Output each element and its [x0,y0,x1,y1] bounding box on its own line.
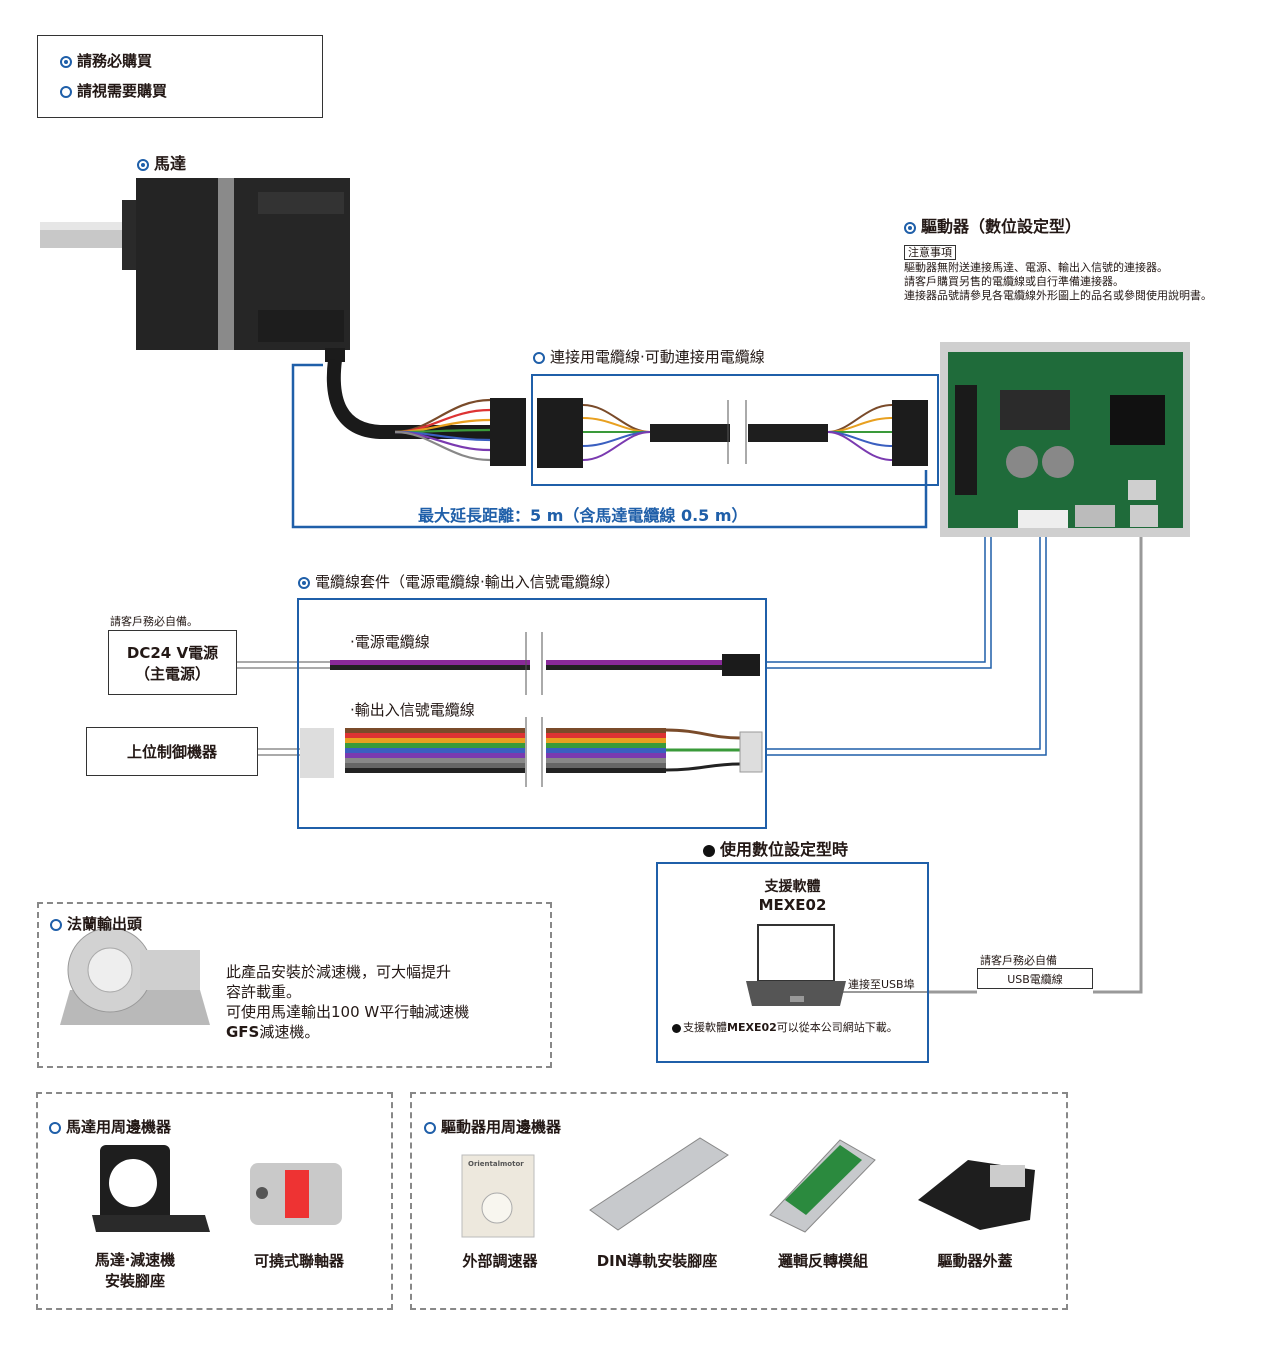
max-extension-line [291,363,928,529]
flange-title: 法蘭輸出頭 [50,913,142,934]
coupling-image [250,1163,342,1225]
power-supply-line1: DC24 V電源 [126,643,219,662]
driver-note-tag: 注意事項 [904,241,956,260]
usb-gray-line [1093,537,1143,994]
filled-circle-icon [904,221,916,234]
max-extension-label: 最大延長距離：5 m（含馬達電纜線 0.5 m） [418,506,748,525]
driver-cover-label: 驅動器外蓋 [937,1252,1013,1270]
usb-customer-note: 請客戶務必自備 [980,954,1057,967]
din-rail-image [589,1137,729,1231]
open-circle-icon [49,1121,61,1134]
flange-frame [37,902,552,1068]
driver-notes: 驅動器無附送連接馬達、電源、輸出入信號的連接器。 請客戶購買另售的電纜線或自行準… [904,261,1212,303]
filled-circle-icon [298,576,310,589]
customer-note-power: 請客戶務必自備。 [110,615,198,628]
power-cable-label: ‧電源電纜線 [350,633,430,651]
flange-image [60,927,210,1025]
open-circle-icon [50,918,62,931]
legend: 請務必購買 請視需要購買 [37,35,323,118]
motor-label: 馬達 [137,150,186,174]
pot-brand: Orientalmotor [468,1160,524,1168]
usb-cable-box: USB電纜線 [977,968,1093,989]
mount-bracket-image [92,1145,210,1232]
driver-note-line: 連接器品號請參見各電纜線外形圖上的品名或參閱使用說明書。 [904,289,1212,302]
motor-wires [394,398,491,462]
black-circle-icon [672,1023,681,1033]
digital-setting-title: 使用數位設定型時 [703,836,848,860]
connection-cable-image [537,398,928,468]
driver-cover-image [918,1160,1035,1230]
motor-peripherals-title: 馬達用周邊機器 [49,1116,171,1137]
laptop-image [746,924,846,1006]
coupling-label: 可撓式聯軸器 [253,1252,344,1270]
driver-note-line: 驅動器無附送連接馬達、電源、輸出入信號的連接器。 [904,261,1168,274]
black-circle-icon [703,844,715,857]
driver-title: 驅動器（數位設定型） [904,213,1081,237]
connection-cable-label: 連接用電纜線‧可動連接用電纜線 [533,346,765,367]
mount-bracket-label: 馬達‧減速機 安裝腳座 [94,1251,176,1290]
host-controller-box: 上位制御機器 [86,727,258,776]
power-cable-image [330,632,760,695]
digital-setting-frame [656,862,929,1063]
power-supply-box: DC24 V電源 （主電源） [108,630,237,695]
download-note: 支援軟體MEXE02可以從本公司網站下載。 [672,1019,898,1035]
filled-circle-icon [137,158,149,171]
io-cable-image [300,717,763,787]
logic-module-label: 邏輯反轉模組 [777,1252,868,1270]
driver-peripherals-frame [410,1092,1068,1310]
open-circle-icon [60,85,72,98]
open-circle-icon [533,351,545,364]
cable-kit-label: 電纜線套件（電源電纜線‧輸出入信號電纜線） [298,571,620,592]
legend-required: 請務必購買 [60,50,152,71]
connection-cable-frame [531,374,939,486]
power-supply-line2: （主電源） [134,664,210,683]
filled-circle-icon [60,55,72,68]
motor-image [40,178,490,439]
legend-optional: 請視需要購買 [60,80,167,101]
cable-kit-frame [297,598,767,829]
motor-peripherals-frame [36,1092,393,1310]
potentiometer-label: 外部調速器 [462,1252,538,1270]
driver-links [767,537,1047,756]
din-rail-label: DIN導軌安裝腳座 [596,1252,718,1270]
driver-image [940,342,1190,537]
software-label: 支援軟體 [764,879,821,895]
driver-peripherals-title: 驅動器用周邊機器 [424,1116,561,1137]
potentiometer-image [461,1154,535,1238]
motor-connector [490,398,526,466]
logic-module-image [769,1139,876,1233]
open-circle-icon [424,1121,436,1134]
io-cable-label: ‧輸出入信號電纜線 [350,701,475,719]
software-name: MEXE02 [758,896,827,914]
usb-port-label: 連接至USB埠 [848,978,915,991]
driver-note-line: 請客戶購買另售的電纜線或自行準備連接器。 [904,275,1124,288]
flange-description: 此產品安裝於減速機，可大幅提升 容許載重。 可使用馬達輸出100 W平行軸減速機… [226,963,470,1041]
